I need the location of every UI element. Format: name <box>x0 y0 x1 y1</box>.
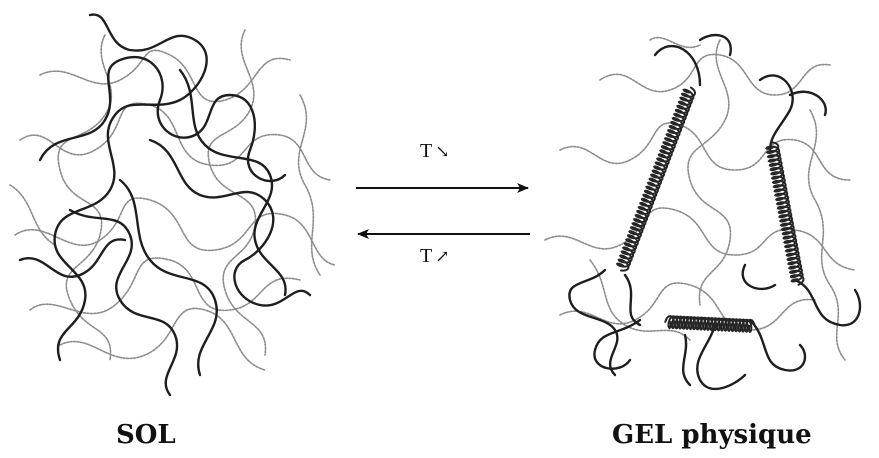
double-helix-left <box>616 86 697 272</box>
sol-light-chains <box>9 29 336 371</box>
temperature-decrease-icon: ↘ <box>435 142 450 161</box>
cooling-label: T↘ <box>420 140 450 162</box>
transition-arrows <box>356 183 530 239</box>
sol-dark-chains <box>18 13 312 397</box>
sol-coil-network <box>9 13 336 397</box>
gel-coil-network <box>544 33 862 391</box>
gel-double-helices <box>616 86 805 334</box>
heating-label: T↗ <box>420 245 450 267</box>
temperature-increase-icon: ↗ <box>435 247 450 266</box>
double-helix-bottom <box>664 315 756 334</box>
sol-label: SOL <box>116 420 176 450</box>
gel-physique-label: GEL physique <box>612 420 812 450</box>
gel-dark-chains <box>568 33 862 391</box>
double-helix-right <box>765 141 805 286</box>
